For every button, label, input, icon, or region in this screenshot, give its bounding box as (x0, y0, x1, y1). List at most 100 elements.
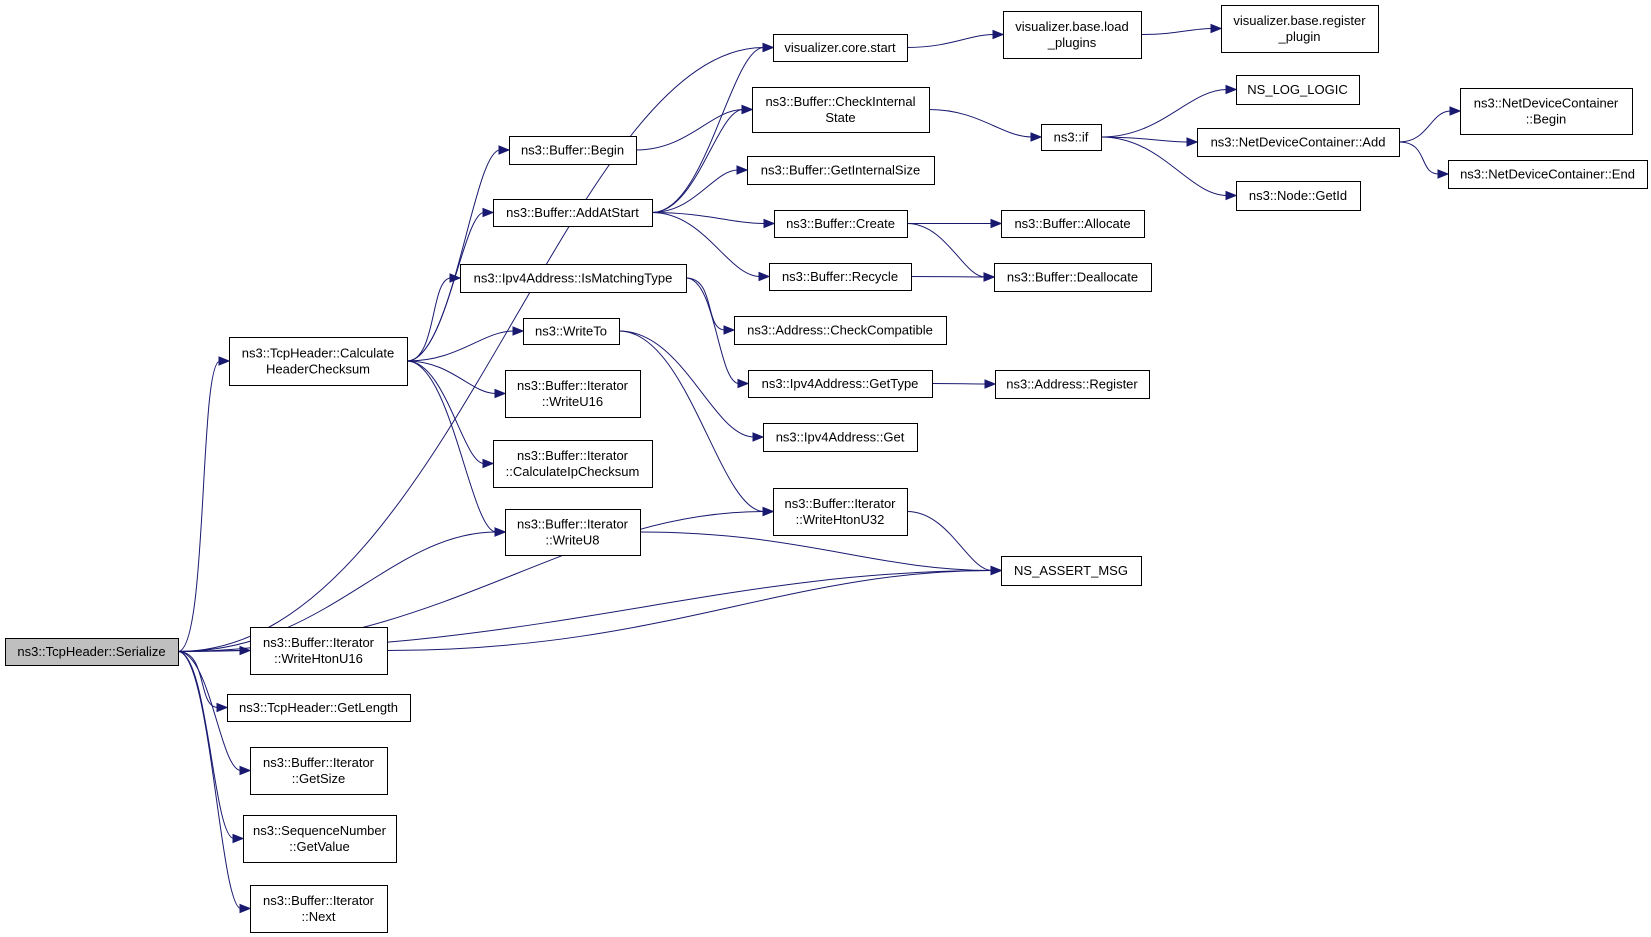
node-ns3_if[interactable]: ns3::if (1041, 124, 1102, 151)
node-log_logic[interactable]: NS_LOG_LOGIC (1236, 75, 1360, 105)
node-begin[interactable]: ns3::Buffer::Begin (509, 136, 637, 165)
node-register_plugin[interactable]: visualizer.base.register_plugin (1221, 5, 1379, 53)
node-get_value[interactable]: ns3::SequenceNumber::GetValue (243, 815, 397, 863)
arrowhead-serialize-to-get_value (232, 833, 245, 844)
edge-write_hton_u16-to-assert_msg (386, 570, 993, 651)
node-label-write_u8-1: ::WriteU8 (546, 533, 600, 548)
node-write_hton_u16[interactable]: ns3::Buffer::Iterator::WriteHtonU16 (250, 627, 388, 675)
node-deallocate[interactable]: ns3::Buffer::Deallocate (994, 263, 1152, 292)
node-add_at_start[interactable]: ns3::Buffer::AddAtStart (493, 199, 653, 227)
arrowhead-add_at_start-to-core_start (762, 42, 775, 53)
node-load_plugins[interactable]: visualizer.base.load_plugins (1003, 11, 1142, 59)
node-box-addr_register (995, 370, 1150, 399)
node-label-assert_msg-0: NS_ASSERT_MSG (1014, 563, 1128, 578)
node-write_hton_u32[interactable]: ns3::Buffer::Iterator::WriteHtonU32 (773, 488, 908, 536)
edge-serialize-to-calc_header (177, 360, 221, 652)
node-ndc_add[interactable]: ns3::NetDeviceContainer::Add (1197, 128, 1400, 157)
node-calc_ip[interactable]: ns3::Buffer::Iterator::CalculateIpChecks… (493, 440, 653, 488)
nodes-layer: ns3::TcpHeader::Serialize visualizer.core… (5, 5, 1648, 933)
node-get_size[interactable]: ns3::Buffer::Iterator::GetSize (250, 747, 388, 795)
node-recycle[interactable]: ns3::Buffer::Recycle (769, 263, 912, 291)
edge-core_start-to-load_plugins (906, 34, 995, 48)
arrowhead-serialize-to-calc_header (218, 356, 231, 366)
edge-calc_header-to-add_at_start (406, 212, 485, 362)
node-box-check_internal (752, 87, 930, 133)
edge-get_type-to-addr_register (931, 383, 987, 385)
edges-layer (177, 23, 1462, 914)
arrowhead-calc_header-to-write_u8 (494, 527, 507, 537)
edge-write_to-to-ipv4_get (618, 330, 755, 438)
node-label-write_to-0: ns3::WriteTo (535, 324, 607, 339)
edge-serialize-to-get_value (177, 651, 235, 839)
node-write_to[interactable]: ns3::WriteTo (523, 318, 620, 345)
node-assert_msg[interactable]: NS_ASSERT_MSG (1001, 556, 1142, 586)
node-ndc_end[interactable]: ns3::NetDeviceContainer::End (1448, 160, 1648, 189)
node-label-write_hton_u32-0: ns3::Buffer::Iterator (784, 496, 896, 511)
node-create[interactable]: ns3::Buffer::Create (774, 210, 908, 238)
edge-write_hton_u32-to-assert_msg (906, 511, 993, 571)
arrowhead-ns3_if-to-ndc_add (1186, 137, 1199, 147)
node-label-core_start-0: visualizer.core.start (784, 40, 896, 55)
arrowhead-calc_header-to-write_u16 (494, 388, 507, 399)
node-box-write_hton_u32 (773, 488, 908, 536)
node-write_u8[interactable]: ns3::Buffer::Iterator::WriteU8 (505, 509, 641, 556)
node-label-serialize-0: ns3::TcpHeader::Serialize (17, 644, 165, 659)
node-addr_register[interactable]: ns3::Address::Register (995, 370, 1150, 399)
arrowhead-calc_header-to-write_to (512, 326, 525, 336)
arrowhead-calc_header-to-calc_ip (482, 458, 495, 469)
node-label-next-1: ::Next (302, 909, 336, 924)
node-check_compatible[interactable]: ns3::Address::CheckCompatible (734, 316, 947, 345)
edge-ndc_add-to-ndc_end (1398, 141, 1440, 175)
node-get_internal_size[interactable]: ns3::Buffer::GetInternalSize (747, 156, 935, 185)
arrowhead-create-to-allocate (990, 218, 1003, 229)
node-box-write_u8 (505, 509, 641, 556)
edge-add_at_start-to-create (651, 212, 766, 224)
node-write_u16[interactable]: ns3::Buffer::Iterator::WriteU16 (505, 370, 641, 418)
edge-serialize-to-write_u8 (177, 531, 497, 652)
edge-add_at_start-to-recycle (651, 212, 761, 277)
edge-ns3_if-to-log_logic (1100, 89, 1228, 138)
node-get_type[interactable]: ns3::Ipv4Address::GetType (748, 370, 933, 398)
node-label-check_internal-0: ns3::Buffer::CheckInternal (765, 94, 915, 109)
edge-check_internal-to-ns3_if (928, 109, 1033, 138)
node-label-write_u8-0: ns3::Buffer::Iterator (517, 517, 629, 532)
node-get_length[interactable]: ns3::TcpHeader::GetLength (227, 694, 411, 722)
edge-ns3_if-to-node_getid (1100, 136, 1228, 196)
node-box-log_logic (1236, 75, 1360, 105)
edge-calc_header-to-begin (406, 149, 501, 362)
node-box-register_plugin (1221, 5, 1379, 53)
edge-calc_header-to-calc_ip (406, 360, 485, 464)
edge-recycle-to-deallocate (910, 276, 986, 278)
node-next[interactable]: ns3::Buffer::Iterator::Next (250, 885, 388, 933)
node-is_matching[interactable]: ns3::Ipv4Address::IsMatchingType (460, 264, 687, 293)
edge-begin-to-check_internal (635, 109, 744, 151)
arrowhead-add_at_start-to-create (763, 218, 776, 229)
edge-write_to-to-write_hton_u32 (618, 330, 765, 512)
edge-calc_header-to-is_matching (406, 277, 452, 362)
node-allocate[interactable]: ns3::Buffer::Allocate (1001, 210, 1145, 238)
edge-add_at_start-to-check_internal (651, 109, 744, 213)
node-label-load_plugins-1: _plugins (1047, 35, 1097, 50)
node-serialize[interactable]: ns3::TcpHeader::Serialize (5, 638, 179, 666)
node-box-get_internal_size (747, 156, 935, 185)
node-label-calc_header-0: ns3::TcpHeader::Calculate (242, 346, 394, 361)
arrowhead-calc_header-to-is_matching (449, 273, 462, 283)
node-label-add_at_start-0: ns3::Buffer::AddAtStart (506, 205, 639, 220)
node-core_start[interactable]: visualizer.core.start (773, 34, 908, 62)
node-node_getid[interactable]: ns3::Node::GetId (1236, 181, 1361, 211)
node-ipv4_get[interactable]: ns3::Ipv4Address::Get (763, 423, 918, 452)
node-label-node_getid-0: ns3::Node::GetId (1249, 188, 1347, 203)
node-box-recycle (769, 263, 912, 291)
node-label-calc_ip-1: ::CalculateIpChecksum (506, 464, 640, 479)
arrowhead-check_internal-to-ns3_if (1030, 132, 1043, 142)
edge-ns3_if-to-ndc_add (1100, 136, 1189, 143)
node-ndc_begin[interactable]: ns3::NetDeviceContainer::Begin (1460, 88, 1633, 135)
node-label-write_hton_u16-0: ns3::Buffer::Iterator (263, 635, 375, 650)
edge-serialize-to-core_start (177, 47, 765, 652)
arrowhead-serialize-to-get_length (216, 702, 229, 713)
node-box-calc_header (229, 337, 408, 386)
node-label-ndc_begin-1: ::Begin (1526, 112, 1566, 127)
node-label-allocate-0: ns3::Buffer::Allocate (1014, 216, 1130, 231)
